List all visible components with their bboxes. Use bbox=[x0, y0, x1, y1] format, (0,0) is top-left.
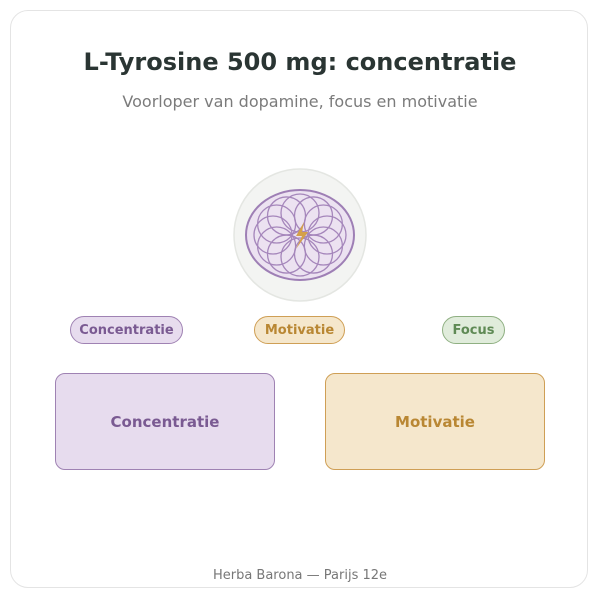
emblem-petal bbox=[293, 196, 334, 236]
emblem-petal bbox=[280, 237, 320, 277]
pill-focus: Focus bbox=[442, 316, 505, 344]
pill-concentratie: Concentratie bbox=[70, 316, 183, 344]
diagram-title: L-Tyrosine 500 mg: concentratie bbox=[83, 48, 517, 76]
lightning-bolt-icon bbox=[296, 222, 308, 249]
box-motivatie: Motivatie bbox=[325, 373, 545, 470]
flower-of-life-lightning-icon bbox=[233, 168, 367, 302]
emblem-petal bbox=[303, 204, 344, 244]
footer-credit: Herba Barona — Parijs 12e bbox=[212, 568, 388, 583]
pill-motivatie: Motivatie bbox=[254, 316, 345, 344]
box-concentratie: Concentratie bbox=[55, 373, 275, 470]
emblem-petals bbox=[253, 193, 347, 277]
diagram-subtitle: Voorloper van dopamine, focus en motivat… bbox=[122, 92, 478, 111]
